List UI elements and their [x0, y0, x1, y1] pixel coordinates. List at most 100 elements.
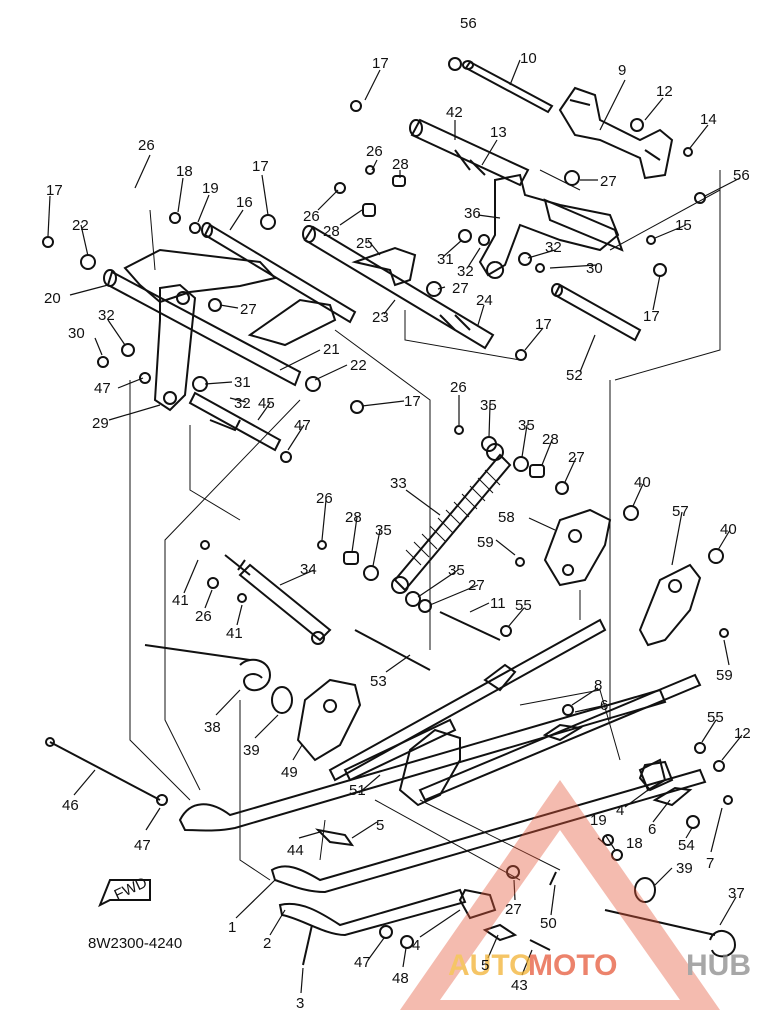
callout-15: 15	[675, 217, 692, 234]
callout-55: 55	[515, 597, 532, 614]
callout-18: 18	[176, 163, 193, 180]
nut-56-top	[448, 57, 462, 71]
callout-22: 22	[350, 357, 367, 374]
callout-32: 32	[545, 239, 562, 256]
bolt-3	[302, 924, 313, 966]
callout-26: 26	[366, 143, 383, 160]
callout-46: 46	[62, 797, 79, 814]
callout-6: 6	[600, 697, 608, 714]
callout-19: 19	[202, 180, 219, 197]
callout-44: 44	[287, 842, 304, 859]
callout-27: 27	[452, 280, 469, 297]
spring-38	[144, 644, 272, 692]
frame-left	[103, 222, 357, 412]
watermark-text-b: MOTO	[528, 949, 617, 982]
callout-17: 17	[252, 158, 269, 175]
callout-47: 47	[294, 417, 311, 434]
callout-32: 32	[98, 307, 115, 324]
callout-53: 53	[370, 673, 387, 690]
callout-3: 3	[296, 995, 304, 1012]
callout-40: 40	[720, 521, 737, 538]
callout-2: 2	[263, 935, 271, 952]
callout-28: 28	[392, 156, 409, 173]
slider-4-lower	[458, 888, 497, 920]
callout-33: 33	[390, 475, 407, 492]
callout-24: 24	[476, 292, 493, 309]
callout-4: 4	[412, 937, 420, 954]
callout-17: 17	[535, 316, 552, 333]
callout-47: 47	[354, 954, 371, 971]
callout-26: 26	[303, 208, 320, 225]
callout-41: 41	[226, 625, 243, 642]
callout-12: 12	[734, 725, 751, 742]
callout-31: 31	[437, 251, 454, 268]
callout-21: 21	[323, 341, 340, 358]
callout-26: 26	[316, 490, 333, 507]
callout-27: 27	[505, 901, 522, 918]
callout-30: 30	[586, 260, 603, 277]
diagram-code: 8W2300-4240	[88, 935, 182, 952]
callout-59: 59	[716, 667, 733, 684]
callout-10: 10	[520, 50, 537, 67]
shock-34	[224, 554, 332, 645]
callout-40: 40	[634, 474, 651, 491]
pipe-42	[409, 118, 530, 187]
callout-35: 35	[518, 417, 535, 434]
callout-50: 50	[540, 915, 557, 932]
callout-26: 26	[450, 379, 467, 396]
callout-58: 58	[498, 509, 515, 526]
callout-32: 32	[234, 395, 251, 412]
callout-27: 27	[600, 173, 617, 190]
bracket-9	[558, 86, 674, 180]
callout-22: 22	[72, 217, 89, 234]
callout-28: 28	[542, 431, 559, 448]
watermark: AUTO MOTO HUB	[400, 780, 751, 1010]
callout-45: 45	[258, 395, 275, 412]
callout-9: 9	[618, 62, 626, 79]
shaft-10	[462, 60, 554, 114]
callout-17: 17	[46, 182, 63, 199]
callout-54: 54	[678, 837, 695, 854]
callout-18: 18	[626, 835, 643, 852]
callout-59: 59	[477, 534, 494, 551]
callout-42: 42	[446, 104, 463, 121]
shaft-45	[188, 391, 282, 452]
callout-56: 56	[460, 15, 477, 32]
fwd-arrow-icon: FWD	[98, 874, 151, 908]
callout-17: 17	[372, 55, 389, 72]
callout-7: 7	[706, 855, 714, 872]
callout-56: 56	[733, 167, 750, 184]
callout-32: 32	[457, 263, 474, 280]
callout-11: 11	[490, 595, 506, 612]
callout-6: 6	[648, 821, 656, 838]
callout-20: 20	[44, 290, 61, 307]
construction-lines	[129, 169, 721, 881]
callout-47: 47	[134, 837, 151, 854]
callout-4: 4	[616, 802, 624, 819]
callout-30: 30	[68, 325, 85, 342]
watermark-text-c: HUB	[686, 949, 751, 982]
callout-47: 47	[94, 380, 111, 397]
callout-36: 36	[464, 205, 481, 222]
callout-51: 51	[349, 782, 366, 799]
spring-37	[604, 909, 737, 958]
callout-57: 57	[672, 503, 689, 520]
callout-14: 14	[700, 111, 717, 128]
callout-35: 35	[480, 397, 497, 414]
callout-1: 1	[228, 919, 236, 936]
callout-12: 12	[656, 83, 673, 100]
callout-27: 27	[468, 577, 485, 594]
callout-31: 31	[234, 374, 251, 391]
callout-37: 37	[728, 885, 745, 902]
parts-drawing: FWD	[42, 57, 743, 994]
callout-48: 48	[392, 970, 409, 987]
callout-41: 41	[172, 592, 189, 609]
callout-52: 52	[566, 367, 583, 384]
callout-43: 43	[511, 977, 528, 994]
callout-19: 19	[590, 812, 607, 829]
hardware	[42, 100, 733, 949]
callout-28: 28	[345, 509, 362, 526]
callout-27: 27	[568, 449, 585, 466]
callout-23: 23	[372, 309, 389, 326]
